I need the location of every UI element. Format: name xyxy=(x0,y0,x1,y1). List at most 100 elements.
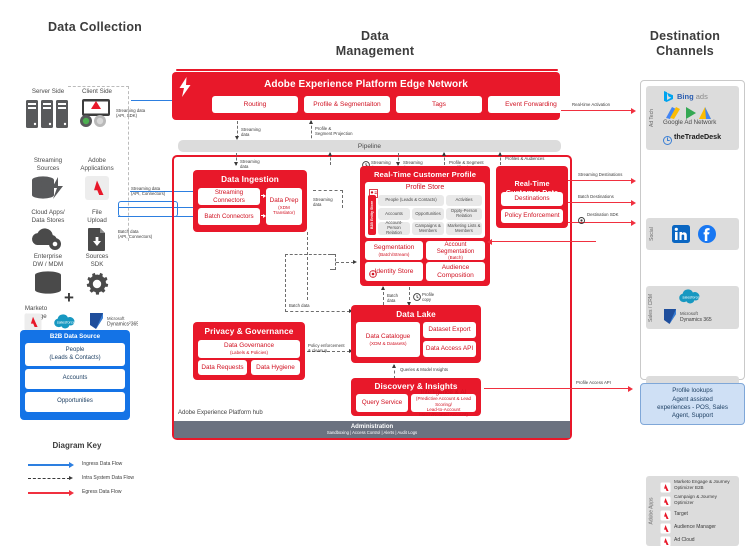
sources-plus-sign: + xyxy=(64,288,74,307)
source-enterprise-dw-label: Enterprise DW / MDM xyxy=(32,253,64,268)
key-row-intra: Intra System Data Flow xyxy=(28,474,178,484)
flow-label-destination-sdk: Destination SDK xyxy=(587,212,619,217)
profile-cell-campaigns-members[interactable]: Campaigns & Members xyxy=(412,222,444,235)
flow-label-batch-destinations: Batch Destinations xyxy=(578,194,614,199)
dest-group-social: Social xyxy=(646,218,739,250)
pipeline-label: Pipeline xyxy=(357,142,382,150)
edge-item-tags[interactable]: Tags xyxy=(396,96,482,113)
b2b-card-accounts: Accounts xyxy=(25,369,125,389)
profile-cell-account-person-relation[interactable]: Account-Person Relation xyxy=(378,221,410,235)
edge-item-routing[interactable]: Routing xyxy=(212,96,298,113)
flow-label-ingestion-streaming-data: Streaming data xyxy=(240,159,260,170)
source-file-upload-label: File Upload xyxy=(87,209,107,224)
datalake-data-access-api[interactable]: Data Access API xyxy=(423,341,476,357)
facebook-logo-icon xyxy=(698,225,716,248)
edge-item-profile-segmentation[interactable]: Profile & Segmentaiton xyxy=(304,96,390,113)
sources-dashed-group xyxy=(19,86,129,241)
flow-bus-bracket xyxy=(330,254,336,270)
data-ingestion-box: Data Ingestion Streaming Connectors Batc… xyxy=(193,170,307,232)
administration-bar: Administration Sandboxing | Access Contr… xyxy=(174,421,570,438)
ingestion-data-prep[interactable]: Data Prep (XDM Translator) xyxy=(266,188,302,225)
profile-cell-marketing-lists-members[interactable]: Marketing Lists & Members xyxy=(446,222,482,235)
rtcp-identity-store[interactable]: Identity Store xyxy=(365,262,423,281)
key-label-ingress: Ingress Data Flow xyxy=(82,461,123,467)
adobe-logo-icon xyxy=(660,536,671,547)
flow-label-rtcp-batch-data: Batch data xyxy=(387,293,398,304)
profile-lookups-box: Profile lookups Agent assisted experienc… xyxy=(640,383,745,425)
ingestion-streaming-connectors[interactable]: Streaming Connectors xyxy=(198,188,260,205)
adobe-app-marketo xyxy=(660,480,671,498)
rtcdp-policy-enforcement[interactable]: Policy Enforcement xyxy=(501,209,563,223)
key-label-egress: Egress Data Flow xyxy=(82,489,122,495)
flow-label-streaming-destinations: Streaming Destinations xyxy=(578,172,623,177)
flow-label-profiles-audiences: Profiles & Audiences xyxy=(505,156,545,161)
salesforce-logo-icon: salesforce xyxy=(676,289,706,311)
flow-dataprep-down xyxy=(307,232,308,300)
privacy-data-requests[interactable]: Data Requests xyxy=(198,360,247,375)
profile-store-title: Profile Store xyxy=(405,184,445,191)
rtcp-segmentation-sub: (Batch/Stream) xyxy=(378,251,410,257)
flow-label-streaming-api-sdk: Streaming data (API, SDK) xyxy=(116,108,146,119)
profile-cell-oppty-person-relation[interactable]: Oppty-Person Relation xyxy=(446,208,482,220)
flow-bus-horizontal xyxy=(285,254,331,255)
privacy-data-governance[interactable]: Data Governance (Labels & Policies) xyxy=(198,340,300,358)
source-adobe-applications: Adobe Applications xyxy=(71,157,123,206)
rtcdp-destinations[interactable]: Destinations xyxy=(501,192,563,206)
source-server-side-label: Server Side xyxy=(31,88,65,95)
arrow-down-streaming xyxy=(234,136,239,140)
profile-cell-accounts[interactable]: Accounts xyxy=(378,208,410,220)
datalake-data-catalogue[interactable]: Data Catalogue (XDM & Datasets) xyxy=(356,322,420,357)
profile-cell-people[interactable]: People (Leads & Contacts) xyxy=(378,195,444,206)
edge-item-event-forwarding[interactable]: Event Forwarding xyxy=(488,96,574,113)
source-streaming-sources-label: Streaming Sources xyxy=(33,157,63,172)
flow-edge-to-pipeline-streaming xyxy=(237,121,238,143)
dest-group-sales-crm: Sales / CRM salesforce Microsoft Dynamic… xyxy=(646,286,739,329)
adobe-logo-icon xyxy=(85,175,109,200)
column-heading-destination-channels: Destination Channels xyxy=(625,13,745,60)
source-client-side-label: Client Side xyxy=(82,88,112,95)
salesforce-logo-icon: salesforce xyxy=(54,314,76,329)
tradedesk-label: theTradeDesk xyxy=(674,132,722,141)
microsoft-dynamics-365-logo-icon: Microsoft Dynamics2365 xyxy=(90,313,139,329)
privacy-data-hygiene[interactable]: Data Hygiene xyxy=(251,360,300,375)
column-heading-right-text: Destination Channels xyxy=(649,28,721,59)
svg-text:Microsoft: Microsoft xyxy=(107,316,125,321)
b2b-data-source-box: B2B Data Source People (Leads & Contacts… xyxy=(20,330,130,420)
discovery-insights-title: Discovery & Insights xyxy=(374,382,458,391)
flow-label-profile-access-api: Profile Access API xyxy=(576,380,611,385)
rtcp-segmentation[interactable]: Segmentation (Batch/Stream) xyxy=(365,241,423,260)
adobe-app-campaign-label: Campaign & Journey Optimizer xyxy=(674,494,717,505)
svg-text:Microsoft: Microsoft xyxy=(680,311,699,316)
adobe-logo-icon xyxy=(660,482,671,493)
pipeline-bar: Pipeline xyxy=(178,140,561,152)
key-row-ingress: Ingress Data Flow xyxy=(28,460,178,470)
profile-cell-activities[interactable]: Activities xyxy=(446,195,482,206)
profile-cell-opportunities[interactable]: Opportunities xyxy=(412,208,444,220)
flow-label-batch-data-bus: Batch data xyxy=(289,303,310,308)
edge-network-top-accent xyxy=(176,69,558,71)
sources-dashed-group-top xyxy=(68,86,129,87)
b2b-card-opportunities: Opportunities xyxy=(25,392,125,412)
rtcp-audience-composition[interactable]: Audience Composition xyxy=(426,262,485,281)
source-server-side: Server Side xyxy=(22,88,74,135)
column-heading-left-text: Data Collection xyxy=(48,20,142,34)
google-ad-network-label: Google Ad Network xyxy=(663,119,717,126)
administration-subtitle: Sandboxing | Access Control | Alerts | A… xyxy=(326,430,418,435)
flow-label-realtime-activation: Real-time Activation xyxy=(572,102,610,107)
adobe-app-target xyxy=(660,508,671,526)
datalake-dataset-export[interactable]: Dataset Export xyxy=(423,322,476,338)
flow-label-streaming-api-connectors: Streaming data (API, Connectors) xyxy=(131,186,166,197)
discovery-intelligence-ai[interactable]: Intelligence & AI (Predictive Account & … xyxy=(411,389,476,417)
dest-group-social-label: Social xyxy=(648,227,655,241)
destination-sdk-icon xyxy=(578,211,585,229)
clock-icon-profile-copy xyxy=(413,288,421,306)
ingestion-batch-connectors[interactable]: Batch Connectors xyxy=(198,208,260,225)
source-sources-sdk-label: Sources SDK xyxy=(85,253,109,268)
salesforce-logo: salesforce xyxy=(51,314,81,336)
discovery-query-service[interactable]: Query Service xyxy=(356,394,408,412)
flow-pipeline-to-edge-projection xyxy=(311,121,312,143)
source-file-upload: File Upload xyxy=(71,209,123,257)
rtcp-account-segmentation[interactable]: Account Segmentation (Batch) xyxy=(426,241,485,260)
flow-bus-vertical xyxy=(285,254,286,312)
key-arrow-ingress xyxy=(69,461,74,468)
